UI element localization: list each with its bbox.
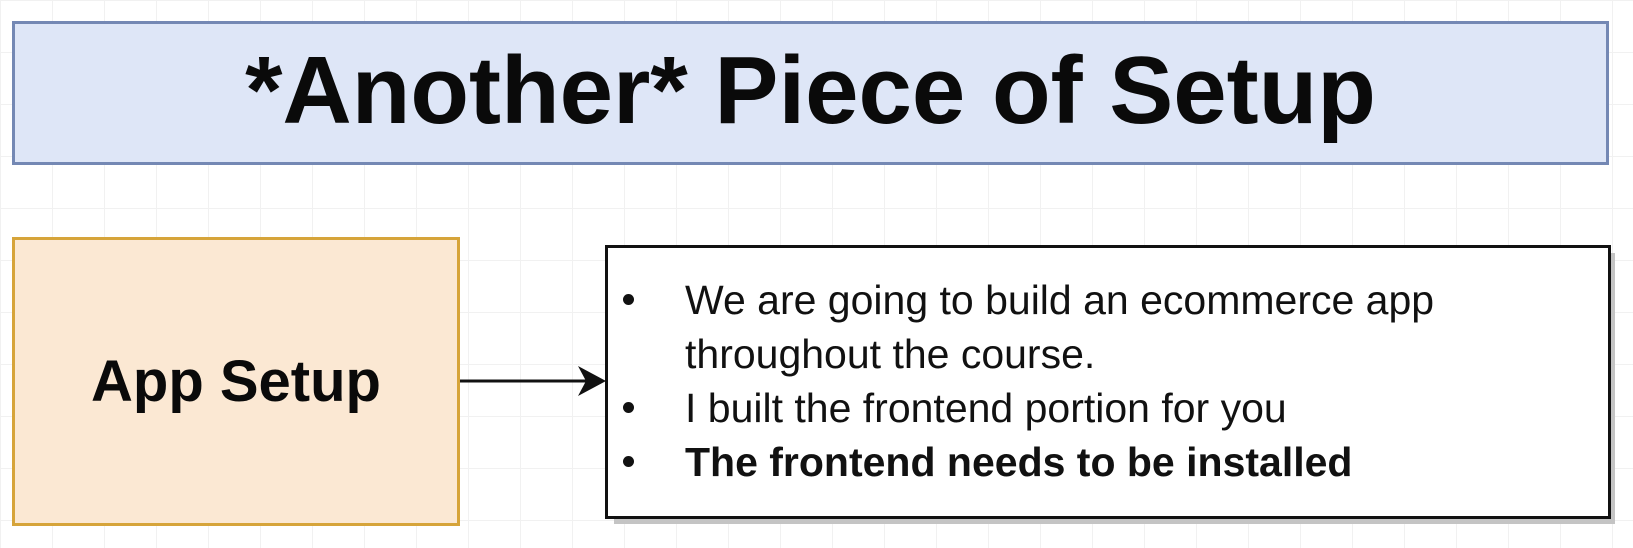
slide-title: *Another* Piece of Setup xyxy=(245,37,1376,144)
bullet-dot xyxy=(623,456,634,467)
bullet-text: We are going to build an ecommerce app t… xyxy=(685,277,1435,377)
bullet-item: I built the frontend portion for you xyxy=(618,381,1588,435)
bullet-text: The frontend needs to be installed xyxy=(685,439,1353,485)
bullet-list: We are going to build an ecommerce app t… xyxy=(618,273,1588,489)
title-box: *Another* Piece of Setup xyxy=(12,21,1609,165)
app-setup-box: App Setup xyxy=(12,237,460,526)
arrow-head xyxy=(578,366,606,396)
app-setup-label: App Setup xyxy=(91,349,381,414)
bullet-text: I built the frontend portion for you xyxy=(685,385,1287,431)
bullet-dot xyxy=(623,294,634,305)
bullet-dot xyxy=(623,402,634,413)
bullet-item: We are going to build an ecommerce app t… xyxy=(618,273,1588,381)
bullet-item-emphasis: The frontend needs to be installed xyxy=(618,435,1588,489)
info-box: We are going to build an ecommerce app t… xyxy=(605,245,1611,519)
